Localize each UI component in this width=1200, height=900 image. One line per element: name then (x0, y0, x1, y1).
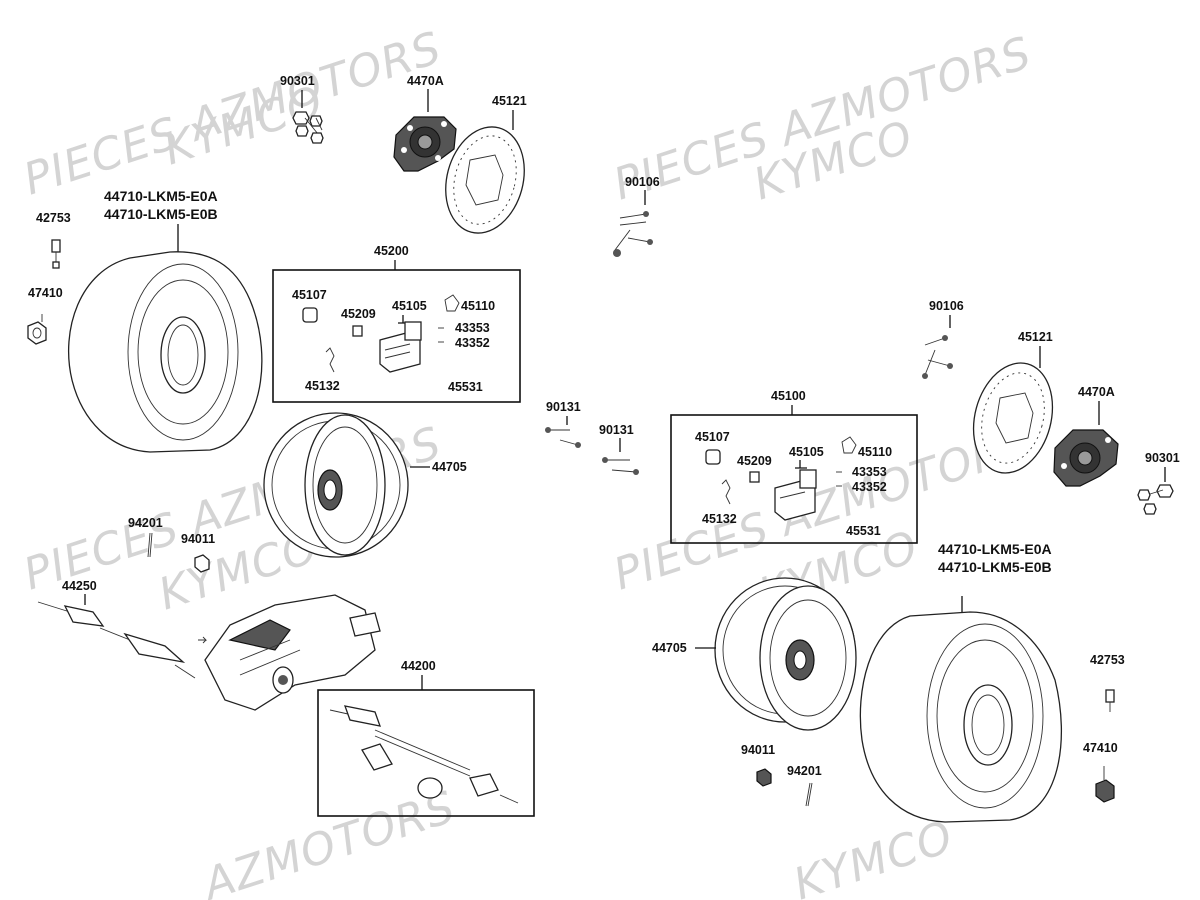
part-label-45531: 45531 (448, 380, 483, 394)
part-label-43352: 43352 (455, 336, 490, 350)
tire-icon (68, 251, 263, 453)
seal-icon (749, 471, 760, 483)
bracket-icon (444, 294, 460, 312)
spring-icon (721, 479, 731, 505)
watermark-text: AZMOTORS (195, 781, 462, 900)
part-label-44705-right: 44705 (652, 641, 687, 655)
part-label-4470A-right: 4470A (1078, 385, 1115, 399)
part-label-45132: 45132 (305, 379, 340, 393)
part-label-94011: 94011 (181, 532, 215, 546)
drive-shaft-icon (37, 601, 196, 679)
part-label-90131-b: 90131 (599, 423, 634, 437)
piston-icon (302, 307, 318, 323)
cotter-pin-icon (805, 782, 813, 807)
castle-nut-icon (756, 768, 772, 787)
cotter-pin-icon (147, 532, 153, 558)
brake-disc-icon (972, 362, 1054, 474)
bolt-pair-icon (602, 457, 639, 475)
part-label-90106-right: 90106 (929, 299, 964, 313)
part-label-42753-right: 42753 (1090, 653, 1125, 667)
part-label-45121-right: 45121 (1018, 330, 1053, 344)
drive-shaft-assembly-box (317, 689, 535, 817)
part-label-44705: 44705 (432, 460, 467, 474)
wheel-nut-icon (1095, 766, 1115, 803)
part-label-45105: 45105 (392, 299, 427, 313)
part-label-90131-a: 90131 (546, 400, 581, 414)
part-label-43353: 43353 (455, 321, 490, 335)
part-label-44250: 44250 (62, 579, 97, 593)
part-label-45100: 45100 (771, 389, 806, 403)
part-label-43353-right: 43353 (852, 465, 887, 479)
valve-icon (1105, 689, 1115, 712)
brake-caliper-icon (379, 321, 422, 373)
bolt-pair-icon (545, 427, 581, 448)
part-label-45531-right: 45531 (846, 524, 881, 538)
wheel-hub-icon (393, 116, 457, 172)
part-label-94201-right: 94201 (787, 764, 822, 778)
brake-disc-icon (445, 126, 525, 234)
brake-caliper-icon (774, 469, 817, 521)
part-label-47410: 47410 (28, 286, 63, 300)
part-label-tire-e0b-right: 44710-LKM5-E0B (938, 559, 1052, 575)
part-label-45110-right: 45110 (858, 445, 892, 459)
wheel-hub-icon (1053, 429, 1119, 487)
spring-icon (325, 347, 335, 373)
part-label-90106: 90106 (625, 175, 660, 189)
watermark-text: KYMCO (788, 811, 960, 900)
part-label-45107: 45107 (292, 288, 327, 302)
caliper-assembly-box (272, 269, 521, 403)
stud-nut-set-icon (1137, 484, 1174, 515)
part-label-tire-e0a-right: 44710-LKM5-E0A (938, 541, 1052, 557)
valve-icon (51, 239, 61, 269)
part-label-44200: 44200 (401, 659, 436, 673)
part-label-45132-right: 45132 (702, 512, 737, 526)
part-label-4470A: 4470A (407, 74, 444, 88)
part-label-90301: 90301 (280, 74, 315, 88)
part-label-90301-right: 90301 (1145, 451, 1180, 465)
piston-icon (705, 449, 721, 465)
seal-icon (352, 325, 363, 337)
part-label-45107-right: 45107 (695, 430, 730, 444)
wheel-rim-icon (714, 577, 857, 731)
tire-icon (859, 611, 1063, 823)
part-label-42753: 42753 (36, 211, 71, 225)
caliper-assembly-box (670, 414, 918, 544)
part-label-tire-e0b: 44710-LKM5-E0B (104, 206, 218, 222)
part-label-tire-e0a: 44710-LKM5-E0A (104, 188, 218, 204)
bracket-icon (841, 436, 857, 454)
bolt-set-icon (922, 335, 953, 379)
cv-joint-icon (329, 705, 519, 804)
part-label-47410-right: 47410 (1083, 741, 1118, 755)
wheel-rim-icon (263, 412, 409, 558)
bolt-set-icon (613, 211, 653, 257)
part-label-45105-right: 45105 (789, 445, 824, 459)
part-label-94011-right: 94011 (741, 743, 775, 757)
differential-icon (198, 594, 381, 711)
stud-nut-set-icon (292, 90, 324, 144)
castle-nut-icon (194, 554, 210, 573)
part-label-94201: 94201 (128, 516, 163, 530)
wheel-nut-icon (27, 314, 47, 345)
part-label-43352-right: 43352 (852, 480, 887, 494)
part-label-45121: 45121 (492, 94, 527, 108)
part-label-45209: 45209 (341, 307, 376, 321)
part-label-45110: 45110 (461, 299, 495, 313)
part-label-45209-right: 45209 (737, 454, 772, 468)
part-label-45200: 45200 (374, 244, 409, 258)
